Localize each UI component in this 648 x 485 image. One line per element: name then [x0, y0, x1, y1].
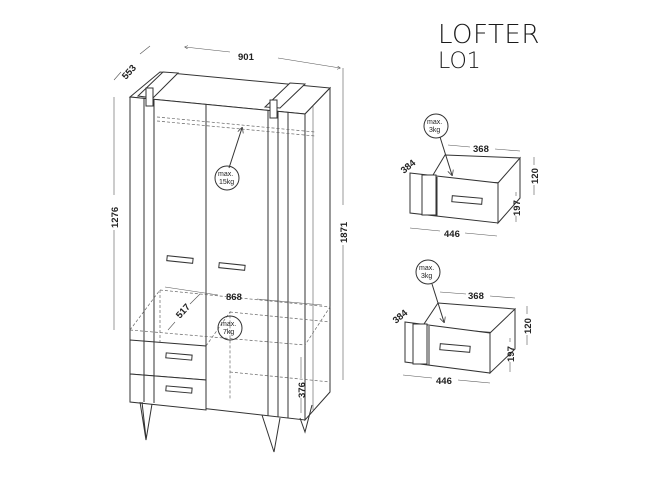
- svg-text:15kg: 15kg: [219, 179, 234, 186]
- svg-text:197: 197: [506, 346, 517, 362]
- svg-text:446: 446: [436, 376, 452, 387]
- model-code: LO1: [438, 49, 481, 74]
- rail-load-label: max. 15kg: [214, 128, 242, 191]
- svg-text:197: 197: [512, 200, 523, 216]
- svg-text:max.: max.: [218, 171, 233, 178]
- dim-total-height: 1871: [339, 221, 350, 243]
- wardrobe-drawing: [128, 71, 332, 453]
- drawer-detail-1: max. 3kg 368 384 446 120 197: [399, 113, 541, 240]
- svg-text:max.: max.: [221, 321, 236, 328]
- svg-text:368: 368: [468, 291, 484, 302]
- dim-width: 901: [238, 52, 255, 63]
- svg-text:3kg: 3kg: [421, 273, 432, 280]
- svg-text:7kg: 7kg: [223, 329, 234, 336]
- shelf-load-label: max. 7kg: [217, 315, 243, 341]
- dim-inner-width: 868: [226, 292, 242, 303]
- dim-lower-height: 376: [297, 382, 308, 398]
- svg-text:120: 120: [530, 168, 541, 184]
- dim-upper-height: 1276: [110, 207, 121, 228]
- svg-text:368: 368: [473, 144, 489, 155]
- svg-text:max.: max.: [419, 265, 434, 272]
- svg-text:3kg: 3kg: [429, 127, 440, 134]
- svg-text:446: 446: [444, 229, 460, 240]
- drawer-detail-2: max. 3kg 368 384 446 120 197: [391, 259, 534, 387]
- product-name: LOFTER: [438, 20, 540, 50]
- svg-text:120: 120: [523, 318, 534, 334]
- svg-text:max.: max.: [427, 119, 442, 126]
- dim-depth: 553: [120, 63, 139, 82]
